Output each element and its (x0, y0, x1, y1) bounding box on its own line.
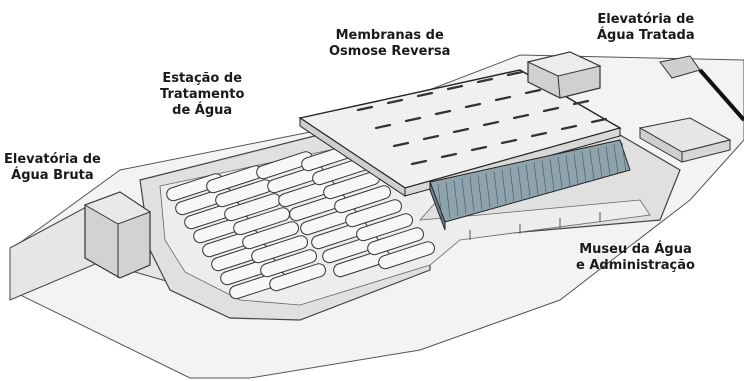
treated-water-building (526, 51, 744, 122)
skylight (374, 123, 392, 130)
treatment-tank (345, 199, 402, 228)
label-membranes-line2: Osmose Reversa (329, 44, 451, 59)
skylight (422, 134, 440, 141)
skylight (410, 159, 428, 166)
treatment-tank (269, 263, 326, 292)
skylight (446, 84, 464, 91)
glass-mullion (581, 151, 587, 183)
glass-mullion (477, 174, 483, 210)
label-raw-water-line1: Elevatória de (4, 152, 101, 167)
glass-mullion (453, 180, 459, 216)
label-museum-admin: Museu da Água e Administração (576, 242, 695, 274)
glass-mullion (565, 155, 571, 187)
museum-building (429, 139, 631, 231)
skylight (416, 91, 434, 98)
skylight (572, 99, 590, 106)
treatment-tank (356, 213, 413, 242)
label-treated-water-pumping: Elevatória de Água Tratada (597, 12, 695, 44)
glass-mullion (549, 158, 555, 191)
glass-mullion (589, 149, 595, 181)
glass-mullion (469, 176, 475, 212)
label-raw-water-line2: Água Bruta (11, 168, 94, 183)
glass-mullion (597, 147, 603, 179)
label-treatment-line3: de Água (172, 103, 233, 118)
label-museum-line2: e Administração (576, 258, 695, 273)
glass-mullion (509, 167, 515, 202)
skylight (404, 116, 422, 123)
treatment-tanks (166, 143, 435, 300)
label-treated-water-line2: Água Tratada (597, 28, 695, 43)
glass-mullion (621, 142, 627, 172)
skylight (386, 98, 404, 105)
glass-mullion (541, 160, 547, 193)
label-treatment-line1: Estação de (162, 71, 243, 86)
parking-markings (469, 212, 601, 240)
glass-mullion (533, 162, 539, 195)
glass-mullion (613, 144, 619, 174)
glass-mullion (517, 165, 523, 200)
treatment-tank (334, 185, 391, 214)
raw-water-building (83, 191, 152, 279)
membrane-building (298, 63, 622, 197)
glass-mullion (605, 146, 611, 176)
glass-mullion (485, 173, 491, 208)
label-treated-water-line1: Elevatória de (597, 12, 695, 27)
skylight (434, 109, 452, 116)
skylight (590, 117, 608, 124)
treatment-tank (367, 227, 424, 256)
skylight (524, 88, 542, 95)
label-raw-water-pumping: Elevatória de Água Bruta (4, 152, 101, 184)
glass-mullion (573, 153, 579, 185)
label-membranes-line1: Membranas de (335, 28, 444, 43)
glass-mullion (501, 169, 507, 204)
glass-mullion (461, 178, 467, 214)
glass-mullion (525, 164, 531, 197)
treatment-tank (378, 241, 435, 270)
label-reverse-osmosis: Membranas de Osmose Reversa (329, 28, 450, 60)
skylight (530, 131, 548, 138)
skylight (476, 77, 494, 84)
treatment-tank (233, 207, 290, 236)
skylight (392, 141, 410, 148)
treatment-tank (251, 235, 308, 264)
skylight (494, 95, 512, 102)
treatment-tank (242, 221, 299, 250)
label-treatment-line2: Tratamento (160, 87, 245, 102)
glass-mullion (557, 156, 563, 189)
label-treatment-station: Estação de Tratamento de Água (160, 71, 244, 119)
skylight (440, 152, 458, 159)
glass-mullion (445, 182, 451, 218)
skylight (482, 120, 500, 127)
skylight (356, 105, 374, 112)
treatment-tank (260, 249, 317, 278)
label-museum-line1: Museu da Água (579, 242, 692, 257)
skylight (470, 145, 488, 152)
skylight (512, 113, 530, 120)
skylight (464, 102, 482, 109)
skylight (560, 124, 578, 131)
skylight (452, 127, 470, 134)
glass-mullion (493, 171, 499, 206)
skylight (506, 70, 524, 77)
skylight (542, 106, 560, 113)
glass-mullion (437, 183, 443, 221)
skylight (500, 138, 518, 145)
